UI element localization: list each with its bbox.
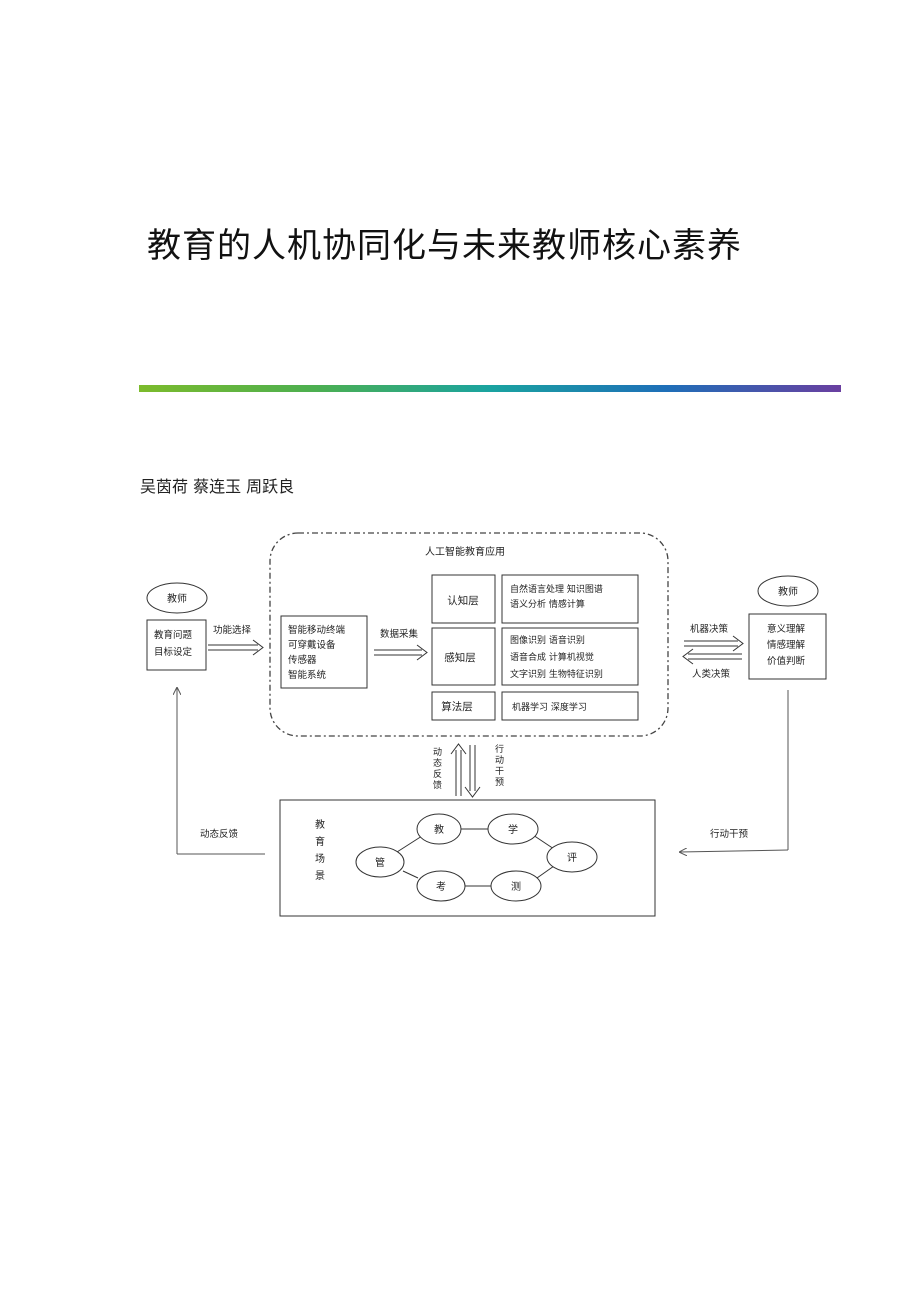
scene-node-evaluate [546, 841, 598, 873]
scene-node-teach [416, 813, 462, 845]
intervene-loop-right [680, 690, 789, 852]
cognition-item: 语义分析 情感计算 [510, 598, 585, 610]
action-intervene-vertical: 动 [495, 755, 504, 766]
algorithm-items-box [501, 691, 639, 721]
dynamic-feedback-vertical: 反 [433, 769, 442, 780]
teacher-right-ellipse [757, 575, 819, 607]
scene-node-exam [416, 870, 466, 902]
authors-line: 吴茵荷 蔡连玉 周跃良 [140, 477, 295, 496]
teacher-right-box [748, 613, 827, 680]
teacher-right-label: 教师 [778, 585, 798, 598]
scene-label-char: 景 [315, 870, 325, 882]
device-item: 智能移动终端 [288, 624, 346, 636]
device-item: 传感器 [288, 654, 317, 666]
teacher-right-item: 意义理解 [767, 623, 806, 635]
dynamic-feedback-label: 动态反馈 [200, 828, 239, 840]
double-arrow-right-icon [374, 644, 428, 661]
scene-node-evaluate-label: 评 [567, 852, 577, 864]
action-intervene-vertical: 预 [495, 777, 504, 788]
double-arrow-up-icon [450, 743, 467, 796]
teacher-right-item: 价值判断 [767, 655, 806, 667]
perception-item: 文字识别 生物特征识别 [510, 668, 603, 680]
machine-decision-label: 机器决策 [690, 623, 729, 635]
scene-node-test [490, 870, 542, 902]
ai-application-container [269, 532, 669, 737]
education-scene-box [279, 799, 656, 917]
scene-node-manage [355, 846, 405, 878]
scene-node-exam-label: 考 [436, 881, 446, 893]
scene-node-learn-label: 学 [508, 823, 518, 836]
document-title: 教育的人机协同化与未来教师核心素养 [147, 226, 742, 266]
double-arrow-right-icon [684, 635, 744, 652]
function-select-label: 功能选择 [213, 624, 252, 636]
algorithm-item: 机器学习 深度学习 [512, 701, 587, 713]
action-intervene-vertical: 行 [495, 743, 504, 755]
teacher-left-box [146, 619, 207, 671]
perception-item: 语音合成 计算机视觉 [510, 651, 594, 663]
teacher-left-label: 教师 [167, 592, 187, 605]
scene-node-learn [487, 813, 539, 845]
action-intervene-label: 行动干预 [710, 828, 749, 840]
scene-label-char: 育 [315, 835, 325, 848]
cognition-item: 自然语言处理 知识图谱 [510, 583, 603, 595]
teacher-right-item: 情感理解 [767, 639, 806, 651]
cognition-items-box [501, 574, 639, 624]
scene-node-test-label: 测 [511, 880, 521, 893]
scene-label-char: 场 [315, 852, 325, 865]
dynamic-feedback-vertical: 态 [433, 757, 442, 769]
scene-label-char: 教 [315, 818, 325, 831]
cognition-layer-label: 认知层 [447, 594, 479, 607]
dynamic-feedback-vertical: 馈 [433, 779, 442, 791]
perception-item: 图像识别 语音识别 [510, 634, 585, 646]
device-item: 可穿戴设备 [288, 639, 336, 651]
teacher-left-item: 目标设定 [154, 646, 193, 658]
data-collect-label: 数据采集 [380, 628, 419, 640]
devices-box [280, 615, 368, 689]
teacher-left-item: 教育问题 [154, 629, 193, 641]
cognition-layer-box [431, 574, 496, 624]
scene-node-teach-label: 教 [434, 823, 444, 836]
double-arrow-left-icon [682, 648, 742, 665]
algorithm-layer-box [431, 691, 496, 721]
action-intervene-vertical: 干 [495, 766, 504, 777]
teacher-left-ellipse [146, 582, 208, 614]
double-arrow-down-icon [464, 745, 481, 798]
scene-cycle-links [396, 828, 555, 887]
device-item: 智能系统 [288, 669, 327, 681]
perception-items-box [501, 627, 639, 686]
algorithm-layer-label: 算法层 [441, 700, 473, 713]
ai-application-title: 人工智能教育应用 [425, 545, 505, 558]
dynamic-feedback-vertical: 动 [433, 747, 442, 758]
perception-layer-box [431, 627, 496, 686]
scene-node-manage-label: 管 [375, 856, 385, 869]
perception-layer-label: 感知层 [444, 651, 476, 664]
feedback-loop-left [177, 688, 265, 855]
gradient-divider [139, 385, 841, 392]
double-arrow-right-icon [208, 639, 264, 656]
human-decision-label: 人类决策 [692, 668, 731, 680]
